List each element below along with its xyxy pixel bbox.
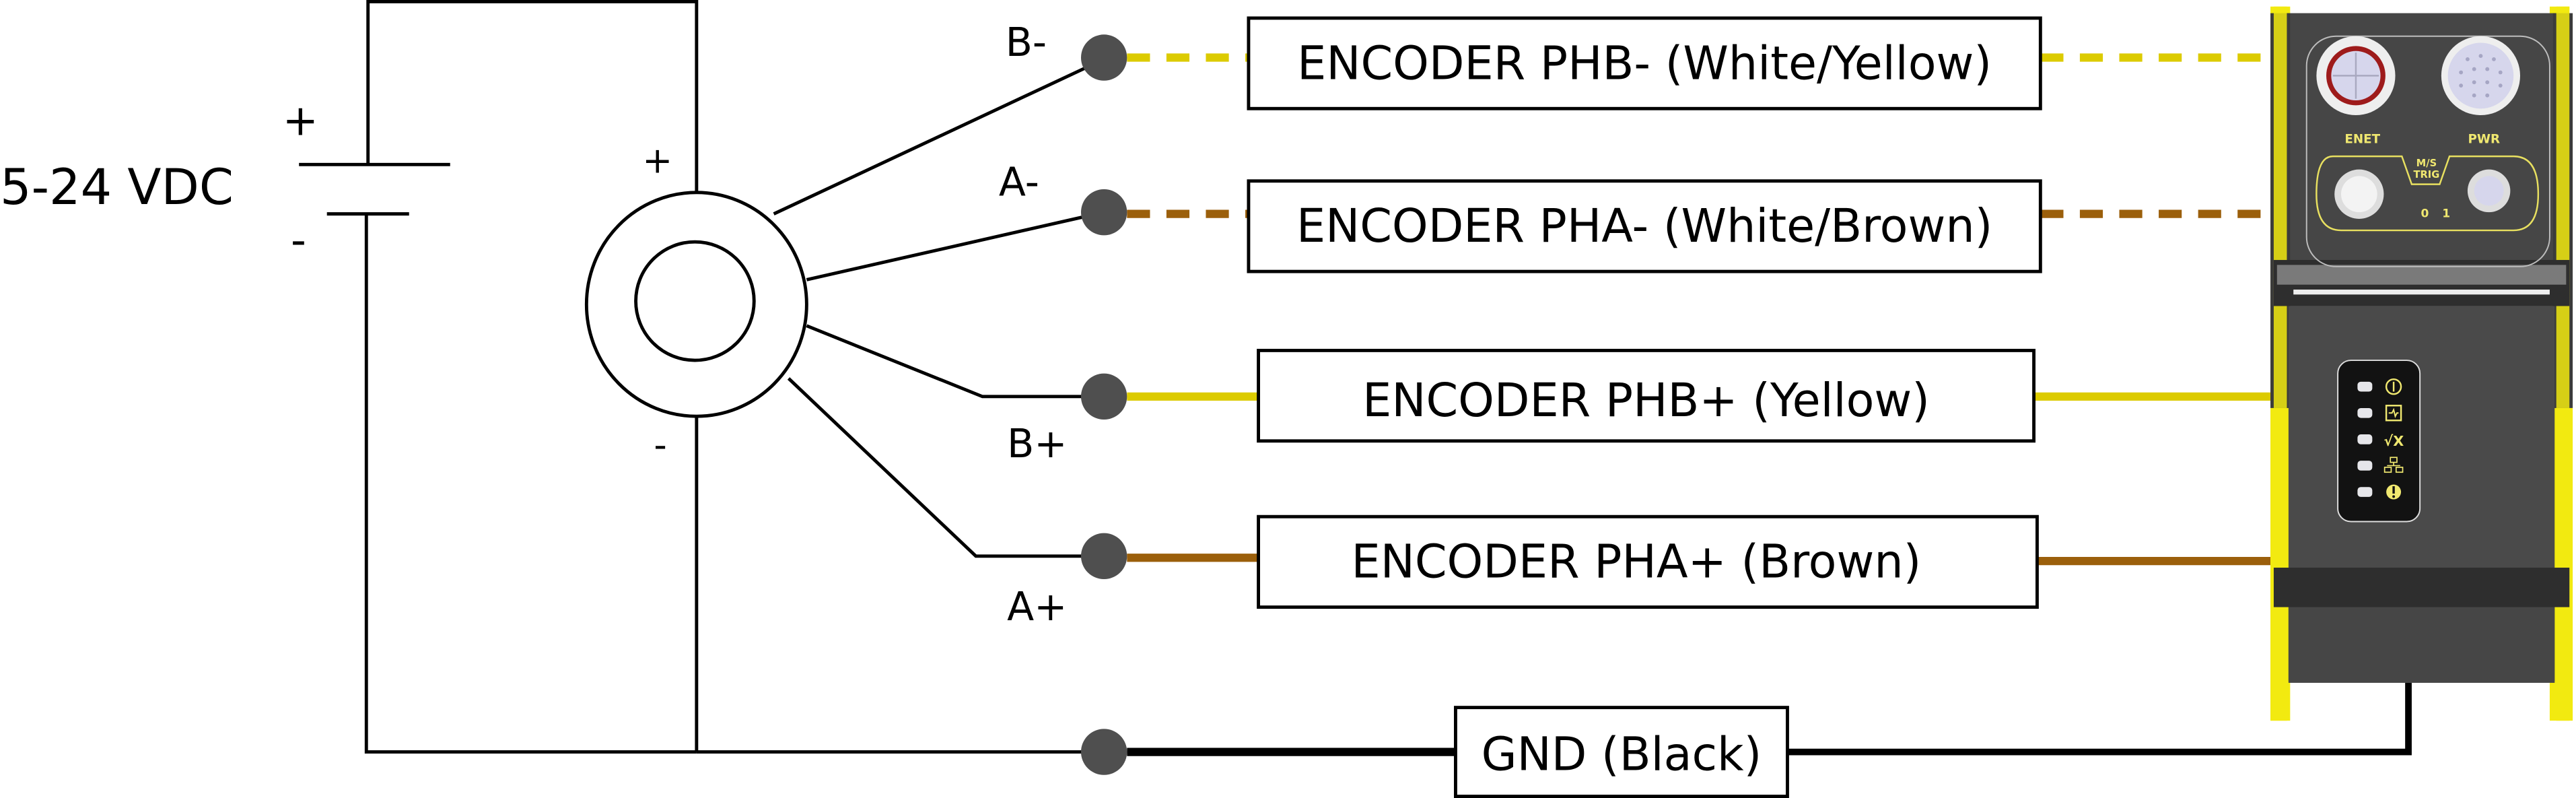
led-2 <box>2357 407 2373 418</box>
wire-label-text: ENCODER PHB- (White/Yellow) <box>1297 37 1992 90</box>
supply-negative-wire <box>364 213 697 754</box>
ms-trig-label-line2: TRIG <box>2414 169 2440 180</box>
signal-wires <box>1127 53 2412 756</box>
enet-label: ENET <box>2344 133 2380 147</box>
encoder-leads <box>773 57 1105 558</box>
sensor-device: ENET PWR M/S TRIG 0 1 <box>2270 6 2573 721</box>
terminal-dot-a-plus[interactable] <box>1080 533 1127 580</box>
circuit-wires <box>364 0 1105 754</box>
encoder-minus-label: - <box>654 424 666 466</box>
pwr-label: PWR <box>2468 133 2500 147</box>
enet-connector[interactable] <box>2316 36 2396 116</box>
encoder: + - <box>584 139 808 466</box>
power-supply: 5-24 VDC + - <box>0 95 450 265</box>
led-5 <box>2357 487 2373 497</box>
terminal-dot-b-minus[interactable] <box>1080 34 1127 81</box>
wire-label-text: ENCODER PHA+ (Brown) <box>1352 536 1922 589</box>
pwr-connector[interactable] <box>2441 36 2521 116</box>
error-icon <box>2386 484 2402 500</box>
trigger-port-0[interactable] <box>2334 169 2384 219</box>
wire-label-gnd: GND (Black) <box>1454 706 1789 798</box>
ms-trig-label-line1: M/S <box>2416 158 2437 169</box>
led-panel: √X <box>2337 360 2421 523</box>
terminal-dot-gnd[interactable] <box>1080 729 1127 775</box>
activity-icon <box>2385 405 2402 422</box>
wire-label-phb-minus: ENCODER PHB- (White/Yellow) <box>1247 16 2042 110</box>
led-1 <box>2357 381 2373 392</box>
power-supply-minus: - <box>291 215 306 265</box>
wire-label-phb-plus: ENCODER PHB+ (Yellow) <box>1257 348 2036 443</box>
wire-label-text: GND (Black) <box>1482 728 1762 781</box>
terminal-label-a-plus: A+ <box>1007 584 1067 630</box>
terminal-label-b-plus: B+ <box>1007 421 1067 467</box>
encoder-plus-label: + <box>642 139 672 182</box>
terminal-dot-b-plus[interactable] <box>1080 373 1127 420</box>
led-4 <box>2357 461 2373 471</box>
trigger-port-1[interactable] <box>2467 169 2511 213</box>
power-supply-plus: + <box>283 95 318 145</box>
ms-trig-outline <box>2316 155 2540 232</box>
wire-label-pha-minus: ENCODER PHA- (White/Brown) <box>1247 179 2042 273</box>
encoder-inner-ring <box>634 240 756 362</box>
terminal-dots <box>1080 34 1127 775</box>
wire-label-text: ENCODER PHB+ (Yellow) <box>1362 374 1930 428</box>
led-3 <box>2357 434 2373 444</box>
power-icon <box>2385 378 2402 395</box>
terminal-label-b-minus: B- <box>1006 20 1047 65</box>
wire-label-pha-plus: ENCODER PHA+ (Brown) <box>1257 514 2039 609</box>
terminal-dot-a-minus[interactable] <box>1080 189 1127 236</box>
port-0-label: 0 <box>2421 207 2429 221</box>
supply-positive-wire <box>366 0 699 193</box>
power-supply-label: 5-24 VDC <box>0 159 234 216</box>
lead-a-plus <box>787 377 1105 558</box>
port-1-label: 1 <box>2442 207 2450 221</box>
lead-b-plus <box>806 324 1105 399</box>
terminal-label-a-minus: A- <box>999 160 1039 205</box>
lead-a-minus <box>806 210 1105 281</box>
wire-label-boxes: ENCODER PHB- (White/Yellow) ENCODER PHA-… <box>1247 16 2042 798</box>
wire-gnd-right <box>1787 682 2412 756</box>
network-icon <box>2383 457 2404 473</box>
pass-fail-icon: √X <box>2383 433 2404 449</box>
wire-label-text: ENCODER PHA- (White/Brown) <box>1296 200 1992 253</box>
lead-b-minus <box>773 57 1105 215</box>
